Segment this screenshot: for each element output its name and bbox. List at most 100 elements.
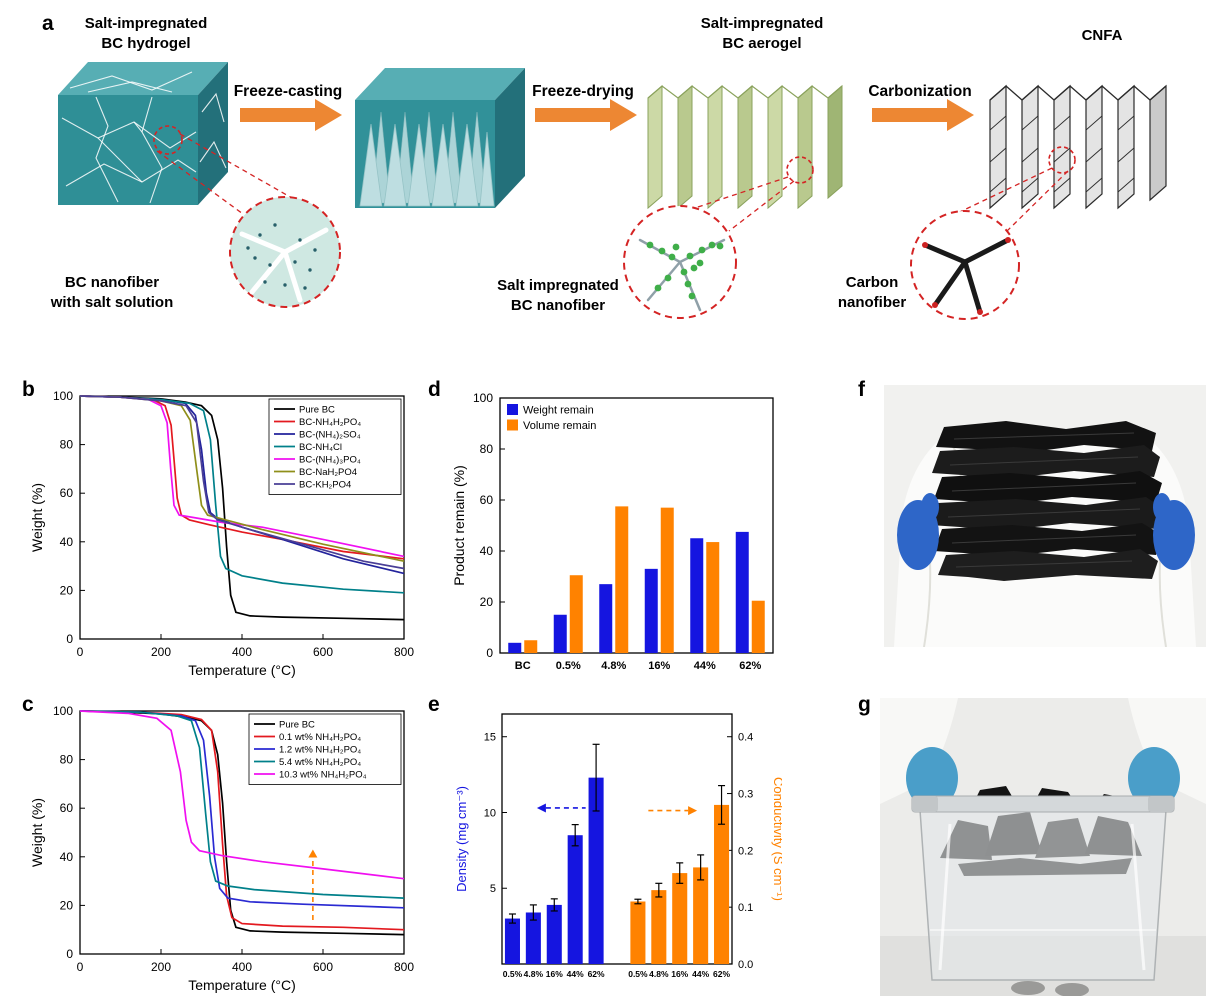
svg-text:Volume remain: Volume remain [523,420,596,432]
inset3-caption-line1: Carbon [846,274,899,291]
svg-text:Temperature (°C): Temperature (°C) [188,662,296,678]
stage1-title-line2: BC hydrogel [101,35,190,52]
inset3-fiber-tips [922,237,1011,315]
panel-label-f: f [858,378,865,401]
svg-text:0.5%: 0.5% [628,969,648,979]
svg-text:20: 20 [480,595,494,609]
svg-text:0.5%: 0.5% [556,660,581,672]
inset3-fibers [922,237,1011,315]
inset1-caption-line2: with salt solution [50,294,174,311]
panel-label-g: g [858,693,871,716]
svg-text:4.8%: 4.8% [601,660,626,672]
callout-line-1a [179,133,328,219]
svg-text:Temperature (°C): Temperature (°C) [188,977,296,993]
aerogel-fins [647,84,843,210]
freeze-drying-label: Freeze-drying [532,83,634,100]
panel-label-c: c [22,693,34,716]
svg-text:100: 100 [53,704,73,718]
svg-text:15: 15 [484,732,496,744]
stage4-title: CNFA [1082,27,1123,44]
zoom-marker-circle-3 [1048,146,1076,174]
svg-text:800: 800 [394,960,414,974]
aerogel-top-zigzag [647,85,843,99]
photo-aerogel-storage-box [880,698,1206,997]
svg-text:Density (mg cm⁻³): Density (mg cm⁻³) [454,786,469,892]
svg-text:1.2 wt% NH₄H₂PO₄: 1.2 wt% NH₄H₂PO₄ [279,745,361,756]
blue-glove-left [897,493,939,570]
aerogel-slab-stack [930,421,1164,581]
zoom-marker-circle-2 [786,156,814,184]
svg-text:BC: BC [515,660,531,672]
stage3-aerogel-block: Salt-impregnated BC aerogel [637,15,843,232]
carbonization-label: Carbonization [868,83,971,100]
panel-label-d: d [428,378,441,401]
svg-text:80: 80 [480,442,494,456]
svg-text:BC-(NH₄)₃PO₄: BC-(NH₄)₃PO₄ [299,455,361,466]
arrow1-shape [240,99,342,131]
svg-text:Pure BC: Pure BC [299,405,335,416]
shoe-left [1011,981,1045,995]
hydrogel-right-face [198,62,228,205]
svg-text:20: 20 [60,898,74,912]
sleeve-right [1128,698,1206,804]
svg-text:BC-NH₄H₂PO₄: BC-NH₄H₂PO₄ [299,417,361,428]
svg-text:5: 5 [490,883,496,895]
stage3-title-line2: BC aerogel [722,35,801,52]
sleeve-left [880,698,958,804]
svg-text:0.3: 0.3 [738,789,753,801]
svg-text:BC-KH₂PO4: BC-KH₂PO4 [299,480,351,491]
photo-f-svg [884,385,1206,648]
teal-glove-right [1128,747,1180,809]
slab-texture [947,432,1141,568]
svg-text:5.4 wt% NH₄H₂PO₄: 5.4 wt% NH₄H₂PO₄ [279,757,361,768]
svg-text:16%: 16% [648,660,670,672]
box-highlights [938,823,1146,971]
svg-text:600: 600 [313,645,333,659]
cnfa-braces [989,115,1135,193]
svg-text:800: 800 [394,645,414,659]
svg-text:Conductivity (S cm⁻¹): Conductivity (S cm⁻¹) [771,777,782,901]
svg-text:0.4: 0.4 [738,732,753,744]
svg-text:600: 600 [313,960,333,974]
freeze-drying-arrow: Freeze-drying [532,83,637,131]
inset2-caption-line1: Salt impregnated [497,277,619,294]
svg-text:0.0: 0.0 [738,959,753,971]
photo-g-svg [880,698,1206,997]
svg-text:Weight remain: Weight remain [523,405,594,417]
svg-text:62%: 62% [739,660,761,672]
plastic-box-front [919,809,1167,981]
svg-text:62%: 62% [713,969,730,979]
svg-text:4.8%: 4.8% [524,969,544,979]
schematic-svg: Salt-impregnated BC hydrogel [50,15,1167,320]
hydrogel-fiber-network [61,71,227,204]
svg-text:44%: 44% [692,969,709,979]
svg-text:0: 0 [66,947,73,961]
svg-text:0: 0 [77,645,84,659]
stage1-hydrogel-block: Salt-impregnated BC hydrogel [58,15,328,219]
stage2-right-face [495,68,525,208]
stage4-cnfa-block: CNFA [921,27,1167,233]
svg-text:16%: 16% [546,969,563,979]
stage3-title-line1: Salt-impregnated [701,15,824,32]
svg-text:100: 100 [473,391,493,405]
arrow2-shape [535,99,637,131]
svg-text:44%: 44% [567,969,584,979]
hydrogel-front-face [58,95,198,205]
inset-bc-nanofiber: BC nanofiber with salt solution [50,196,341,311]
box-handle-right [1148,796,1174,812]
svg-text:Pure BC: Pure BC [279,720,315,731]
svg-text:Weight (%): Weight (%) [29,798,45,867]
teal-glove-left [906,747,958,809]
hydrogel-top-face [58,62,228,95]
inset2-salt-particles [646,241,724,300]
carbonization-arrow: Carbonization [868,83,974,131]
svg-text:60: 60 [60,801,74,815]
svg-text:80: 80 [60,753,74,767]
svg-text:0.5%: 0.5% [503,969,523,979]
panel-label-b: b [22,378,35,401]
svg-text:4.8%: 4.8% [649,969,669,979]
blue-glove-right [1153,493,1195,570]
svg-text:Product remain (%): Product remain (%) [451,465,467,586]
inset1-fibers [239,227,329,303]
